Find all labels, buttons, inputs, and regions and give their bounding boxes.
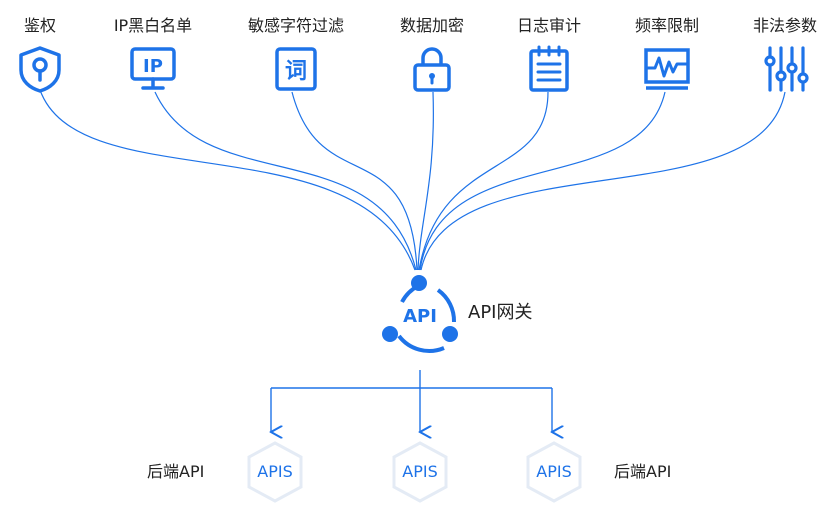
feature-sensitive-filter: 敏感字符过滤 词 bbox=[241, 0, 351, 94]
gateway-icon: API bbox=[382, 275, 458, 353]
feature-label: 数据加密 bbox=[399, 16, 464, 35]
feature-connectors bbox=[39, 89, 786, 271]
feature-label: 敏感字符过滤 bbox=[247, 16, 344, 35]
feature-illegal-params: 非法参数 bbox=[730, 0, 839, 94]
backend-node-2: APIS bbox=[388, 440, 452, 504]
ip-monitor-icon: IP bbox=[130, 47, 176, 90]
backend-node-label: APIS bbox=[536, 462, 572, 481]
feature-log-audit: 日志审计 bbox=[494, 0, 604, 94]
word-filter-icon: 词 bbox=[275, 47, 317, 91]
feature-ip-list: IP黑白名单 IP bbox=[98, 0, 208, 94]
svg-text:IP: IP bbox=[143, 56, 163, 77]
backend-node-label: APIS bbox=[257, 462, 293, 481]
connector-filter bbox=[291, 91, 418, 271]
feature-label: 频率限制 bbox=[634, 16, 699, 35]
sliders-icon bbox=[764, 46, 809, 92]
backend-label-left: 后端API bbox=[147, 462, 205, 481]
backend-node-label: APIS bbox=[402, 462, 438, 481]
backend-node-1: APIS bbox=[243, 440, 307, 504]
lock-icon bbox=[413, 47, 451, 92]
feature-encryption: 数据加密 bbox=[377, 0, 487, 94]
feature-rate-limit: 频率限制 bbox=[612, 0, 722, 94]
connector-rate bbox=[419, 91, 666, 271]
backend-connectors bbox=[271, 370, 552, 432]
gateway-label: API网关 bbox=[468, 302, 533, 323]
connector-auth bbox=[39, 89, 416, 271]
connector-params bbox=[420, 91, 786, 271]
gateway-badge: API bbox=[403, 306, 437, 327]
notepad-icon bbox=[529, 45, 569, 92]
feature-label: IP黑白名单 bbox=[113, 16, 193, 35]
shield-key-icon bbox=[19, 46, 61, 93]
hexagon-shape bbox=[392, 441, 448, 503]
feature-label: 非法参数 bbox=[752, 16, 817, 35]
connector-encrypt bbox=[417, 91, 434, 271]
backend-label-right: 后端API bbox=[614, 462, 672, 481]
waveform-icon bbox=[644, 48, 690, 90]
svg-text:词: 词 bbox=[285, 59, 307, 84]
feature-label: 鉴权 bbox=[23, 16, 56, 35]
backend-node-3: APIS bbox=[522, 440, 586, 504]
connector-ip bbox=[154, 91, 417, 271]
hexagon-shape bbox=[247, 441, 303, 503]
hexagon-shape bbox=[526, 441, 582, 503]
feature-label: 日志审计 bbox=[516, 16, 581, 35]
connector-log bbox=[418, 91, 549, 271]
feature-auth: 鉴权 bbox=[0, 0, 95, 94]
